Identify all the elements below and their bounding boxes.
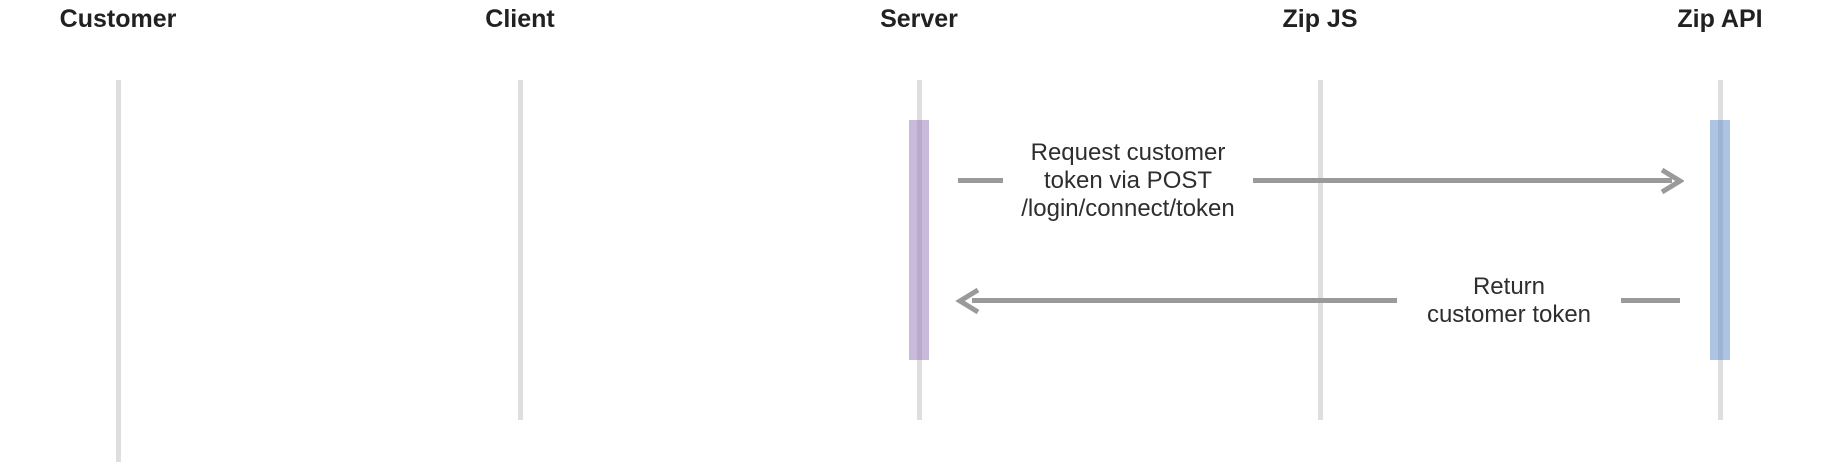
participant-label-customer: Customer	[59, 5, 177, 33]
message-label-line: Request customer	[1030, 139, 1226, 166]
participant-label-zip-api: Zip API	[1677, 5, 1763, 33]
participant-label-zip-js: Zip JS	[1282, 5, 1358, 33]
message-label-return: Return customer token	[1397, 273, 1621, 329]
lifeline-customer	[116, 80, 121, 462]
message-line-return	[972, 298, 1680, 303]
message-label-request: Request customer token via POST /login/c…	[1003, 139, 1253, 223]
message-label-line: token via POST	[1043, 167, 1213, 194]
arrowhead-right-icon	[1660, 167, 1684, 195]
message-line-request	[958, 178, 1672, 183]
message-label-line: customer token	[1426, 301, 1592, 328]
lifeline-client	[518, 80, 523, 420]
lifeline-zip-js	[1318, 80, 1323, 420]
message-label-line: /login/connect/token	[1021, 195, 1235, 222]
participant-label-server: Server	[880, 5, 958, 33]
participant-label-client: Client	[485, 5, 555, 33]
activation-bar-zip-api	[1710, 120, 1730, 360]
arrowhead-left-icon	[955, 287, 980, 315]
message-label-line: Return	[1472, 273, 1546, 300]
activation-bar-server	[909, 120, 929, 360]
